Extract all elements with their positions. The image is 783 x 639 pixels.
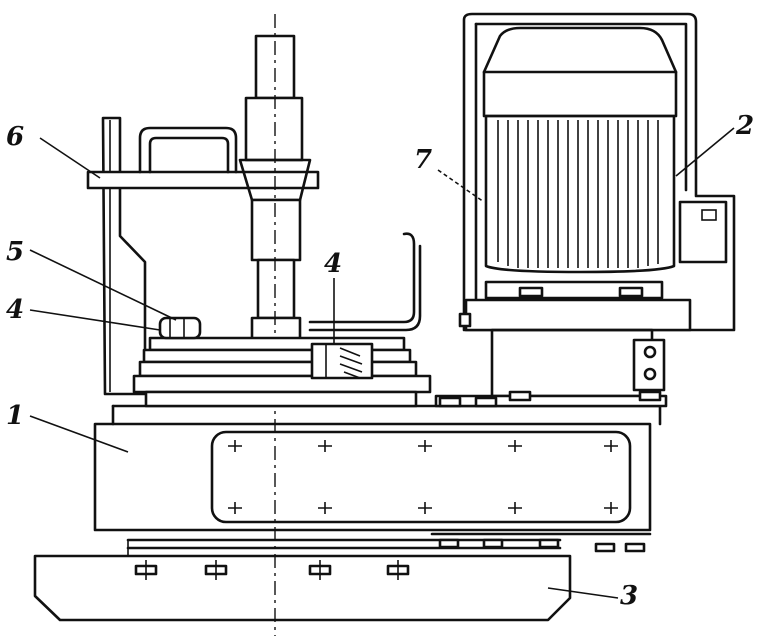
foundation-plate xyxy=(33,532,652,622)
label-foundation-plate: 3 xyxy=(620,581,638,611)
base-marks xyxy=(228,440,618,514)
label-motor-cover: 7 xyxy=(414,145,432,175)
label-crossbar: 6 xyxy=(6,122,24,152)
base-body xyxy=(93,404,662,532)
label-gear-mid: 4 xyxy=(324,249,342,279)
gear-left xyxy=(158,316,202,340)
left-support xyxy=(101,116,147,396)
label-shaft-part: 5 xyxy=(6,237,24,267)
foundation-bolt xyxy=(386,560,410,580)
label-base-body: 1 xyxy=(6,401,24,431)
spindle xyxy=(238,14,312,636)
motor xyxy=(434,12,736,408)
foundation-bolt xyxy=(204,560,228,580)
gear-mid xyxy=(310,342,374,380)
label-gear-left: 4 xyxy=(6,295,24,325)
motor-fins xyxy=(497,120,659,268)
foundation-bolt xyxy=(134,560,158,580)
label-motor: 2 xyxy=(735,111,754,141)
foundation-bolt xyxy=(308,560,332,580)
leader-lines xyxy=(29,127,735,599)
rotary-table xyxy=(132,232,432,408)
crossbar xyxy=(86,126,320,190)
